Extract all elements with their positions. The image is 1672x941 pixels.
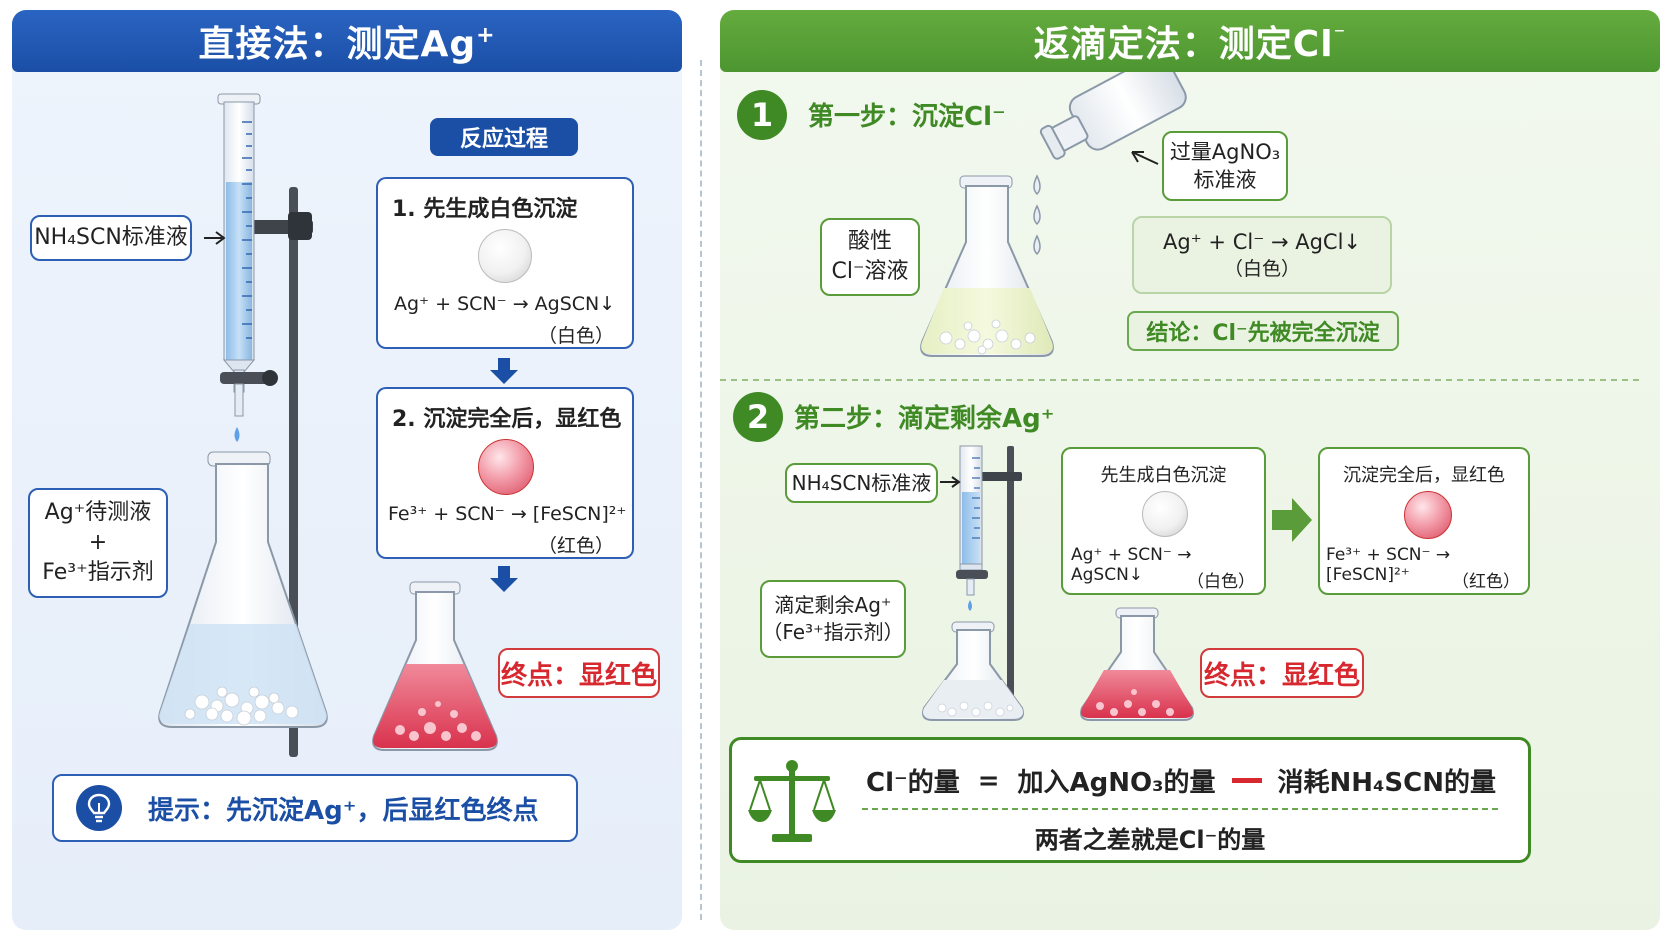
small-titrant-label: NH₄SCN标准液 [785, 463, 938, 503]
back-titration-header: 返滴定法：测定Cl⁻ [720, 10, 1660, 72]
back-titration-title: 返滴定法：测定Cl [1033, 24, 1334, 65]
conclusion-label: 结论：Cl⁻先被完全沉淀 [1127, 311, 1399, 351]
down-arrow-icon [490, 358, 518, 384]
agcl-equation-box: Ag⁺ + Cl⁻ → AgCl↓ （白色） [1132, 216, 1392, 294]
left-step2-box: 2. 沉淀完全后，显红色 Fe³⁺ + SCN⁻ → [FeSCN]²⁺ （红色… [376, 387, 634, 559]
direct-method-header: 直接法：测定Ag+ [12, 10, 682, 72]
white-precipitate-icon [478, 229, 532, 283]
formula-note: 两者之差就是Cl⁻的量 [1034, 826, 1266, 854]
titration-flask-icon [922, 621, 1024, 721]
step1-number-badge: 1 [737, 90, 787, 140]
small-burette-icon [956, 445, 988, 611]
residual-silver-label: 滴定剩余Ag⁺ （Fe³⁺指示剂） [760, 580, 906, 658]
tip-text: 提示：先沉淀Ag⁺，后显红色终点 [148, 795, 539, 826]
lightbulb-icon [76, 785, 122, 831]
chloride-flask-icon [920, 175, 1054, 357]
endpoint-flask-icon [1080, 607, 1194, 721]
sample-label: Ag⁺待测液 + Fe³⁺指示剂 [28, 488, 168, 598]
down-arrow-icon [490, 566, 518, 592]
drops-icon [1033, 174, 1041, 256]
left-endpoint-label: 终点：显红色 [498, 648, 660, 698]
left-step1-box: 1. 先生成白色沉淀 Ag⁺ + SCN⁻ → AgSCN↓ （白色） [376, 177, 634, 349]
pointer-arrow-icon [940, 476, 961, 488]
formula-divider [862, 808, 1498, 810]
balance-scale-icon [748, 760, 836, 842]
pointer-arrow-icon [204, 231, 226, 245]
agno3-bottle-icon [1039, 72, 1187, 160]
agno3-reagent-label: 过量AgNO₃ 标准液 [1162, 131, 1288, 201]
pointer-arrow-icon [1131, 151, 1159, 165]
step2-number-badge: 2 [733, 392, 783, 442]
titrant-label: NH₄SCN标准液 [30, 215, 192, 261]
chloride-solution-label: 酸性 Cl⁻溶液 [820, 218, 920, 296]
right-step1-title: 第一步：沉淀Cl⁻ [808, 102, 1006, 132]
left-step2-equation: Fe³⁺ + SCN⁻ → [FeSCN]²⁺ [388, 503, 627, 525]
burette-icon [217, 93, 278, 442]
direct-method-apparatus [158, 93, 518, 757]
white-precipitate-icon [1142, 491, 1188, 537]
process-title: 反应过程 [430, 118, 578, 156]
tip-box: 提示：先沉淀Ag⁺，后显红色终点 [52, 774, 578, 842]
left-step2-title: 2. 沉淀完全后，显红色 [392, 407, 622, 432]
left-step1-equation: Ag⁺ + SCN⁻ → AgSCN↓ [394, 293, 616, 315]
right-step2-title: 第二步：滴定剩余Ag⁺ [794, 404, 1055, 434]
left-flask-icon [158, 451, 328, 728]
right-step2-box1: 先生成白色沉淀 Ag⁺ + SCN⁻ → AgSCN↓ （白色） [1061, 447, 1266, 595]
left-step1-note: （白色） [538, 325, 615, 347]
formula-line: Cl⁻的量 = 加入AgNO₃的量 消耗NH₄SCN的量 [866, 765, 1496, 799]
right-endpoint-label: 终点：显红色 [1200, 648, 1364, 698]
panel-divider [700, 60, 702, 920]
minus-sign-icon [1231, 778, 1262, 783]
endpoint-flask-icon [372, 581, 498, 751]
back-titration-apparatus [720, 72, 1640, 721]
right-arrow-icon [1272, 498, 1312, 542]
left-step1-title: 1. 先生成白色沉淀 [392, 197, 578, 222]
right-step2-box2: 沉淀完全后，显红色 Fe³⁺ + SCN⁻ → [FeSCN]²⁺ （红色） [1318, 447, 1530, 595]
red-complex-icon [478, 439, 534, 495]
formula-box: Cl⁻的量 = 加入AgNO₃的量 消耗NH₄SCN的量 两者之差就是Cl⁻的量 [729, 737, 1531, 863]
red-complex-icon [1404, 491, 1452, 539]
left-step2-note: （红色） [538, 535, 615, 557]
direct-method-title: 直接法：测定Ag [198, 24, 477, 65]
